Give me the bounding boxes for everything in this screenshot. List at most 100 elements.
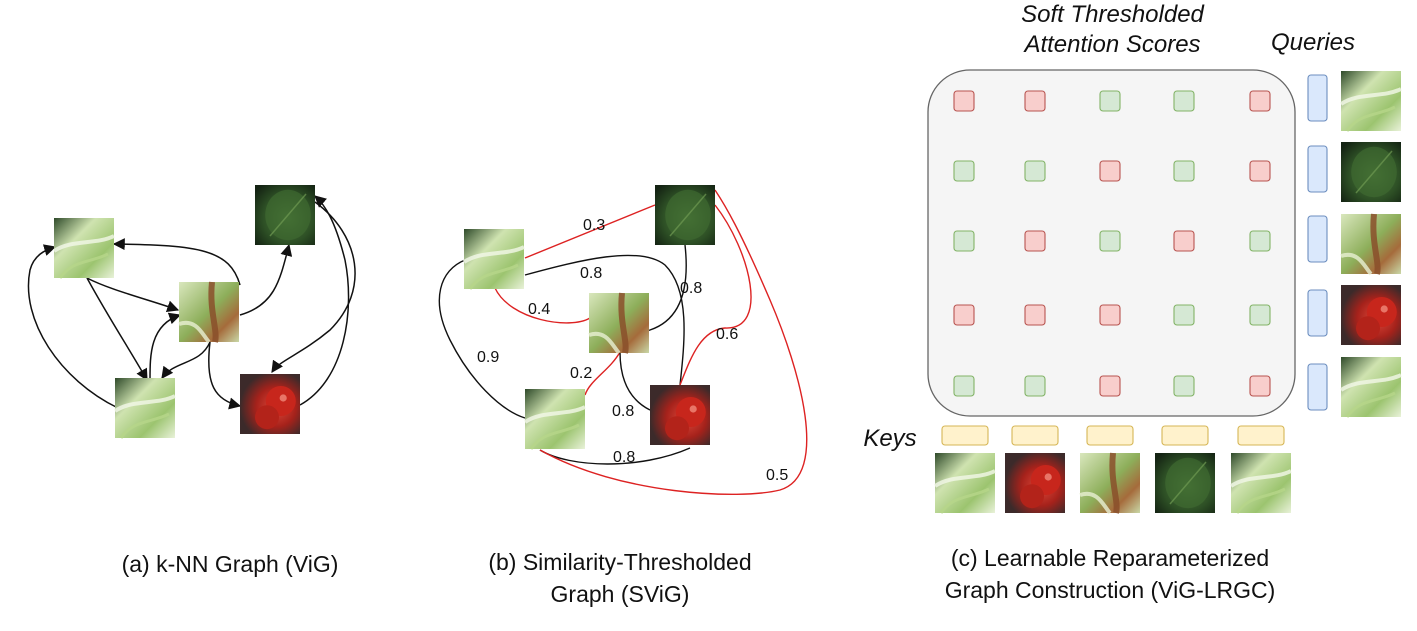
- attention-score-cell-red: [953, 304, 975, 326]
- attention-score-cell-red: [1024, 90, 1046, 112]
- attention-score-cell-green: [953, 230, 975, 252]
- query-vector: [1307, 215, 1328, 263]
- panel-a-graph: [27, 195, 356, 410]
- edge-b-0.8-top: [524, 254, 685, 386]
- attention-score-cell-green: [1249, 304, 1271, 326]
- edge-weight-label: 0.8: [680, 280, 702, 297]
- attention-score-cell-green: [1173, 375, 1195, 397]
- attention-score-cell-red: [1024, 230, 1046, 252]
- attention-score-cell-red: [1249, 375, 1271, 397]
- edge-a-8: [208, 341, 242, 410]
- edge-weight-label: 0.8: [612, 403, 634, 420]
- key-image-patch: [1229, 453, 1292, 514]
- key-vector: [1011, 425, 1059, 446]
- image-patch-corn: [523, 389, 586, 450]
- key-vector: [1237, 425, 1285, 446]
- attention-score-cell-green: [1099, 90, 1121, 112]
- edge-weight-label: 0.3: [583, 217, 605, 234]
- key-vector: [1086, 425, 1134, 446]
- attention-score-cell-green: [1173, 160, 1195, 182]
- attention-score-cell-green: [1249, 230, 1271, 252]
- attention-heading-line1: Soft Thresholded: [1021, 1, 1204, 28]
- caption-c-line2: Graph Construction (ViG-LRGC): [944, 577, 1276, 603]
- edge-b-0.8-bottom: [539, 447, 691, 465]
- image-patch-mix: [588, 292, 649, 355]
- image-patch-leaf: [655, 185, 715, 245]
- query-vector: [1307, 289, 1328, 337]
- edge-weight-label: 0.6: [716, 326, 738, 343]
- caption-c-line1: (c) Learnable Reparameterized: [950, 545, 1270, 571]
- queries-label: Queries: [1270, 29, 1356, 56]
- attention-score-cell-red: [1099, 375, 1121, 397]
- attention-heading: Soft Thresholded Attention Scores: [980, 0, 1245, 60]
- image-patch-corn: [52, 218, 115, 279]
- edge-weight-label: 0.2: [570, 365, 592, 382]
- key-vector: [941, 425, 989, 446]
- query-image-patch: [1339, 71, 1402, 132]
- caption-c: (c) Learnable Reparameterized Graph Cons…: [895, 542, 1325, 606]
- panel-b-graph: 0.3 0.8 0.8 0.4 0.6 0.9 0.2 0.8 0.8 0.5: [438, 189, 808, 495]
- edge-weight-label: 0.9: [477, 349, 499, 366]
- edge-a-5: [239, 243, 293, 316]
- query-image-patch: [1339, 357, 1402, 418]
- query-vector: [1307, 74, 1328, 122]
- image-patch-tomato: [650, 385, 710, 445]
- query-image-patch: [1341, 142, 1401, 202]
- attention-score-cell-red: [1249, 160, 1271, 182]
- query-image-patch: [1340, 213, 1401, 276]
- edge-a-6: [149, 312, 182, 381]
- caption-b-line2: Graph (SViG): [550, 581, 690, 607]
- edge-a-2: [86, 277, 180, 313]
- keys-label: Keys: [863, 425, 917, 452]
- edge-a-4: [112, 238, 241, 286]
- attention-score-cell-red: [1099, 160, 1121, 182]
- edge-weight-label: 0.5: [766, 467, 788, 484]
- key-image-patch: [1155, 453, 1215, 513]
- edge-weight-label: 0.8: [613, 449, 635, 466]
- attention-score-cell-red: [1099, 304, 1121, 326]
- edge-weight-label: 0.4: [528, 301, 550, 318]
- attention-score-cell-green: [1173, 90, 1195, 112]
- attention-score-cell-red: [1249, 90, 1271, 112]
- attention-heading-line2: Attention Scores: [1024, 31, 1201, 58]
- key-image-patch: [1079, 452, 1140, 515]
- edge-b-0.4: [494, 287, 591, 324]
- attention-score-cell-green: [953, 375, 975, 397]
- edge-b-0.5: [539, 189, 808, 495]
- image-patch-leaf: [255, 185, 315, 245]
- key-vector: [1161, 425, 1209, 446]
- attention-score-cell-red: [1024, 304, 1046, 326]
- key-image-patch: [1005, 453, 1065, 513]
- image-patch-tomato: [240, 374, 300, 434]
- edge-b-0.9: [438, 259, 526, 419]
- query-image-patch: [1341, 285, 1401, 345]
- attention-score-cell-red: [1173, 230, 1195, 252]
- attention-score-cell-green: [1099, 230, 1121, 252]
- attention-score-cell-green: [1024, 160, 1046, 182]
- panel-c: [927, 69, 1402, 515]
- edge-a-1: [86, 277, 148, 382]
- attention-score-cell-red: [953, 90, 975, 112]
- edge-a-3: [27, 244, 119, 409]
- query-vector: [1307, 363, 1328, 411]
- edge-b-0.2: [584, 351, 621, 396]
- caption-b-line1: (b) Similarity-Thresholded: [488, 549, 752, 575]
- edge-a-9: [299, 195, 350, 406]
- edge-a-7: [161, 341, 211, 379]
- edge-b-0.3: [524, 204, 656, 259]
- query-vector: [1307, 145, 1328, 193]
- edge-a-10: [271, 201, 356, 373]
- attention-score-cell-green: [1173, 304, 1195, 326]
- image-patch-corn: [462, 229, 525, 290]
- edge-b-0.8-mid: [619, 351, 651, 411]
- image-patch-mix: [178, 281, 239, 344]
- edge-weight-label: 0.8: [580, 265, 602, 282]
- caption-a: (a) k-NN Graph (ViG): [121, 551, 339, 577]
- image-patch-corn: [113, 378, 176, 439]
- caption-b: (b) Similarity-Thresholded Graph (SViG): [440, 546, 800, 610]
- key-image-patch: [933, 453, 996, 514]
- attention-score-cell-green: [1024, 375, 1046, 397]
- attention-score-cell-green: [953, 160, 975, 182]
- edge-b-0.6: [679, 204, 752, 386]
